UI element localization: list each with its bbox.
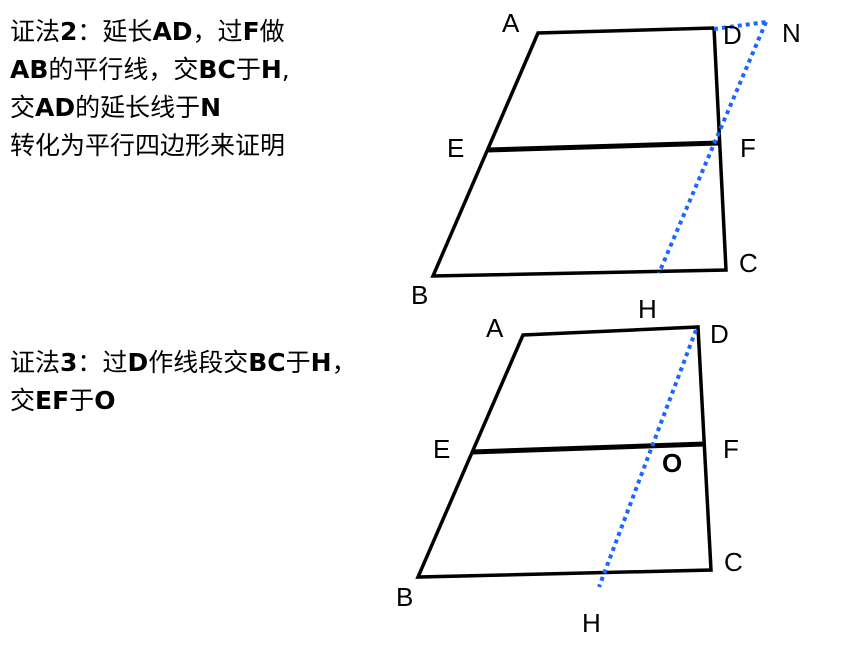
midline-ef-1: [486, 140, 720, 153]
figure-2: A H D E F O B C H: [396, 313, 743, 638]
label-e-1: E: [447, 133, 464, 163]
label-a-1: A: [502, 8, 520, 38]
label-h-1: H: [638, 294, 657, 324]
label-a-2: A: [486, 313, 504, 343]
label-e-2: E: [433, 434, 450, 464]
figure-1: A D N E F B C H: [411, 8, 801, 324]
method-3-text: 证法3：过D作线段交BC于H， 交EF于O: [10, 344, 357, 420]
method-2-line-1: 证法2：延长AD，过F做: [10, 17, 285, 46]
method-3-line-2: 交EF于O: [10, 386, 116, 415]
label-b-1: B: [411, 280, 428, 310]
extension-dn: [713, 20, 767, 31]
trapezoid-2-outline: [415, 325, 713, 579]
label-c-1: C: [739, 248, 758, 278]
method-2-text: 证法2：延长AD，过F做 AB的平行线，交BC于H, 交AD的延长线于N 转化为…: [10, 13, 290, 165]
parallel-through-f: [657, 21, 768, 274]
label-n-1: N: [782, 18, 801, 48]
method-2-line-2: AB的平行线，交BC于H,: [10, 55, 290, 84]
label-c-2: C: [724, 547, 743, 577]
method-2-line-3: 交AD的延长线于N: [10, 93, 222, 122]
label-f-1: F: [740, 133, 756, 163]
label-f-2: F: [723, 434, 739, 464]
label-d-2: D: [710, 319, 729, 349]
label-h-2: H: [582, 608, 601, 638]
line-dh: [597, 329, 698, 588]
method-2-line-4: 转化为平行四边形来证明: [10, 131, 286, 160]
label-d-1: D: [723, 20, 742, 50]
label-o-2: O: [662, 448, 682, 478]
trapezoid-1-outline: [430, 26, 728, 278]
label-b-2: B: [396, 582, 413, 612]
midline-ef-2: [471, 441, 706, 455]
method-3-line-1: 证法3：过D作线段交BC于H，: [10, 348, 357, 377]
